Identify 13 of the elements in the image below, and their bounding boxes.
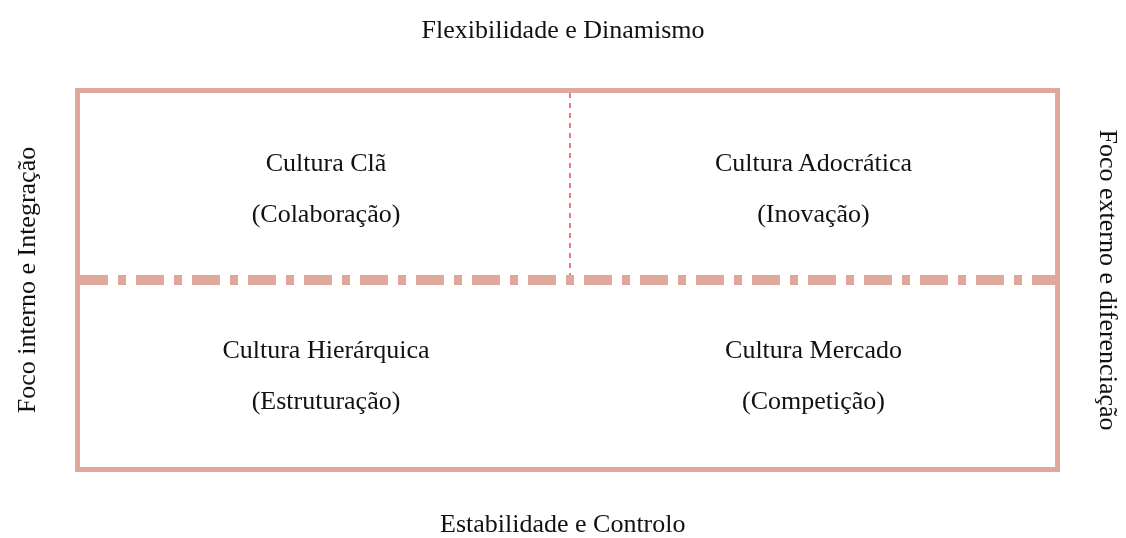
- quadrant-title: Cultura Clã: [265, 146, 387, 178]
- quadrant-subtitle: (Competição): [742, 385, 885, 417]
- quadrant-subtitle: (Estruturação): [251, 385, 401, 417]
- axis-label: Foco interno e Integração: [12, 146, 43, 414]
- quadrant-subtitle: (Colaboração): [251, 198, 401, 230]
- quadrant-title: Cultura Mercado: [725, 333, 902, 365]
- axis-label: Estabilidade e Controlo: [440, 509, 686, 538]
- axis-label: Flexibilidade e Dinamismo: [421, 15, 705, 45]
- quadrant-frame: [75, 88, 1060, 472]
- quadrant-subtitle: (Inovação): [757, 198, 870, 230]
- axis-label: Foco externo e diferenciação: [1092, 129, 1122, 431]
- quadrant-title: Cultura Adocrática: [714, 146, 913, 178]
- quadrant-title: Cultura Hierárquica: [222, 333, 430, 365]
